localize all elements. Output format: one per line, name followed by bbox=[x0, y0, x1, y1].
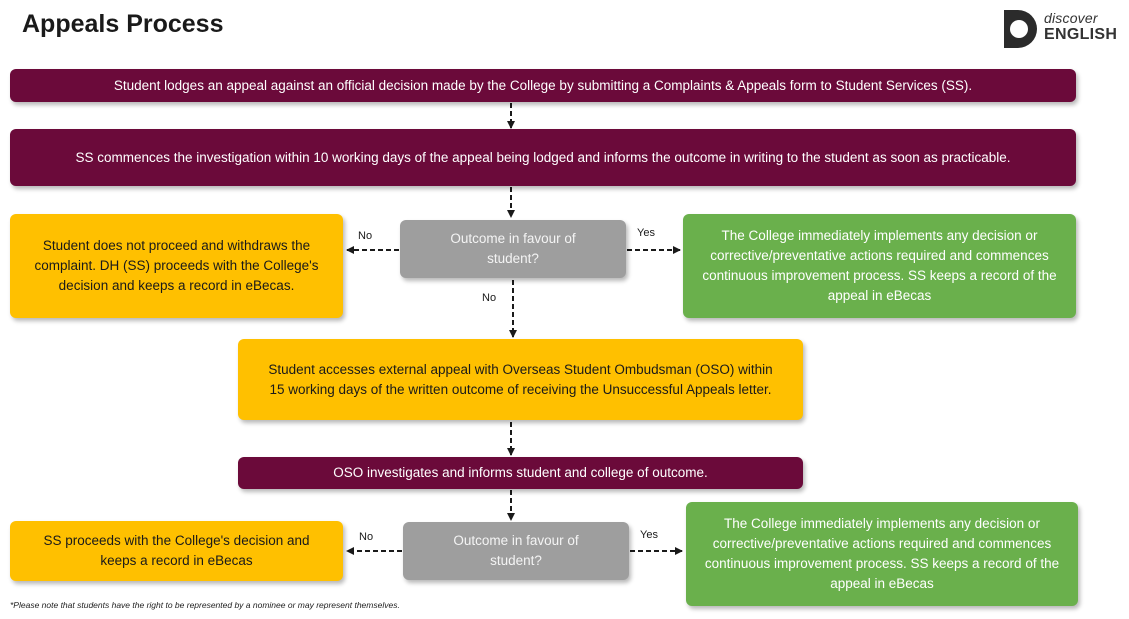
label-yes-right-1: Yes bbox=[637, 227, 655, 239]
step-lodge-appeal: Student lodges an appeal against an offi… bbox=[10, 69, 1076, 102]
label-no-left-1: No bbox=[358, 230, 373, 242]
logo-text-discover: discover bbox=[1044, 10, 1098, 26]
decision-outcome-2: Outcome in favour of student? bbox=[403, 522, 629, 580]
step-external-appeal-oso: Student accesses external appeal with Ov… bbox=[238, 339, 803, 420]
discover-english-logo: discover ENGLISH bbox=[1000, 8, 1120, 52]
logo-text-english: ENGLISH bbox=[1044, 26, 1118, 43]
label-no-down-1: No bbox=[482, 292, 497, 304]
step-college-implements-1: The College immediately implements any d… bbox=[683, 214, 1076, 318]
label-no-left-2: No bbox=[359, 531, 374, 543]
footnote: *Please note that students have the righ… bbox=[10, 600, 400, 610]
page-title: Appeals Process bbox=[22, 10, 224, 38]
step-ss-proceeds: SS proceeds with the College's decision … bbox=[10, 521, 343, 581]
step-ss-investigation: SS commences the investigation within 10… bbox=[10, 129, 1076, 186]
logo-mark-icon bbox=[1004, 10, 1037, 48]
label-yes-right-2: Yes bbox=[640, 529, 658, 541]
step-student-withdraws: Student does not proceed and withdraws t… bbox=[10, 214, 343, 318]
decision-outcome-1: Outcome in favour of student? bbox=[400, 220, 626, 278]
step-college-implements-2: The College immediately implements any d… bbox=[686, 502, 1078, 606]
step-oso-investigates: OSO investigates and informs student and… bbox=[238, 457, 803, 489]
